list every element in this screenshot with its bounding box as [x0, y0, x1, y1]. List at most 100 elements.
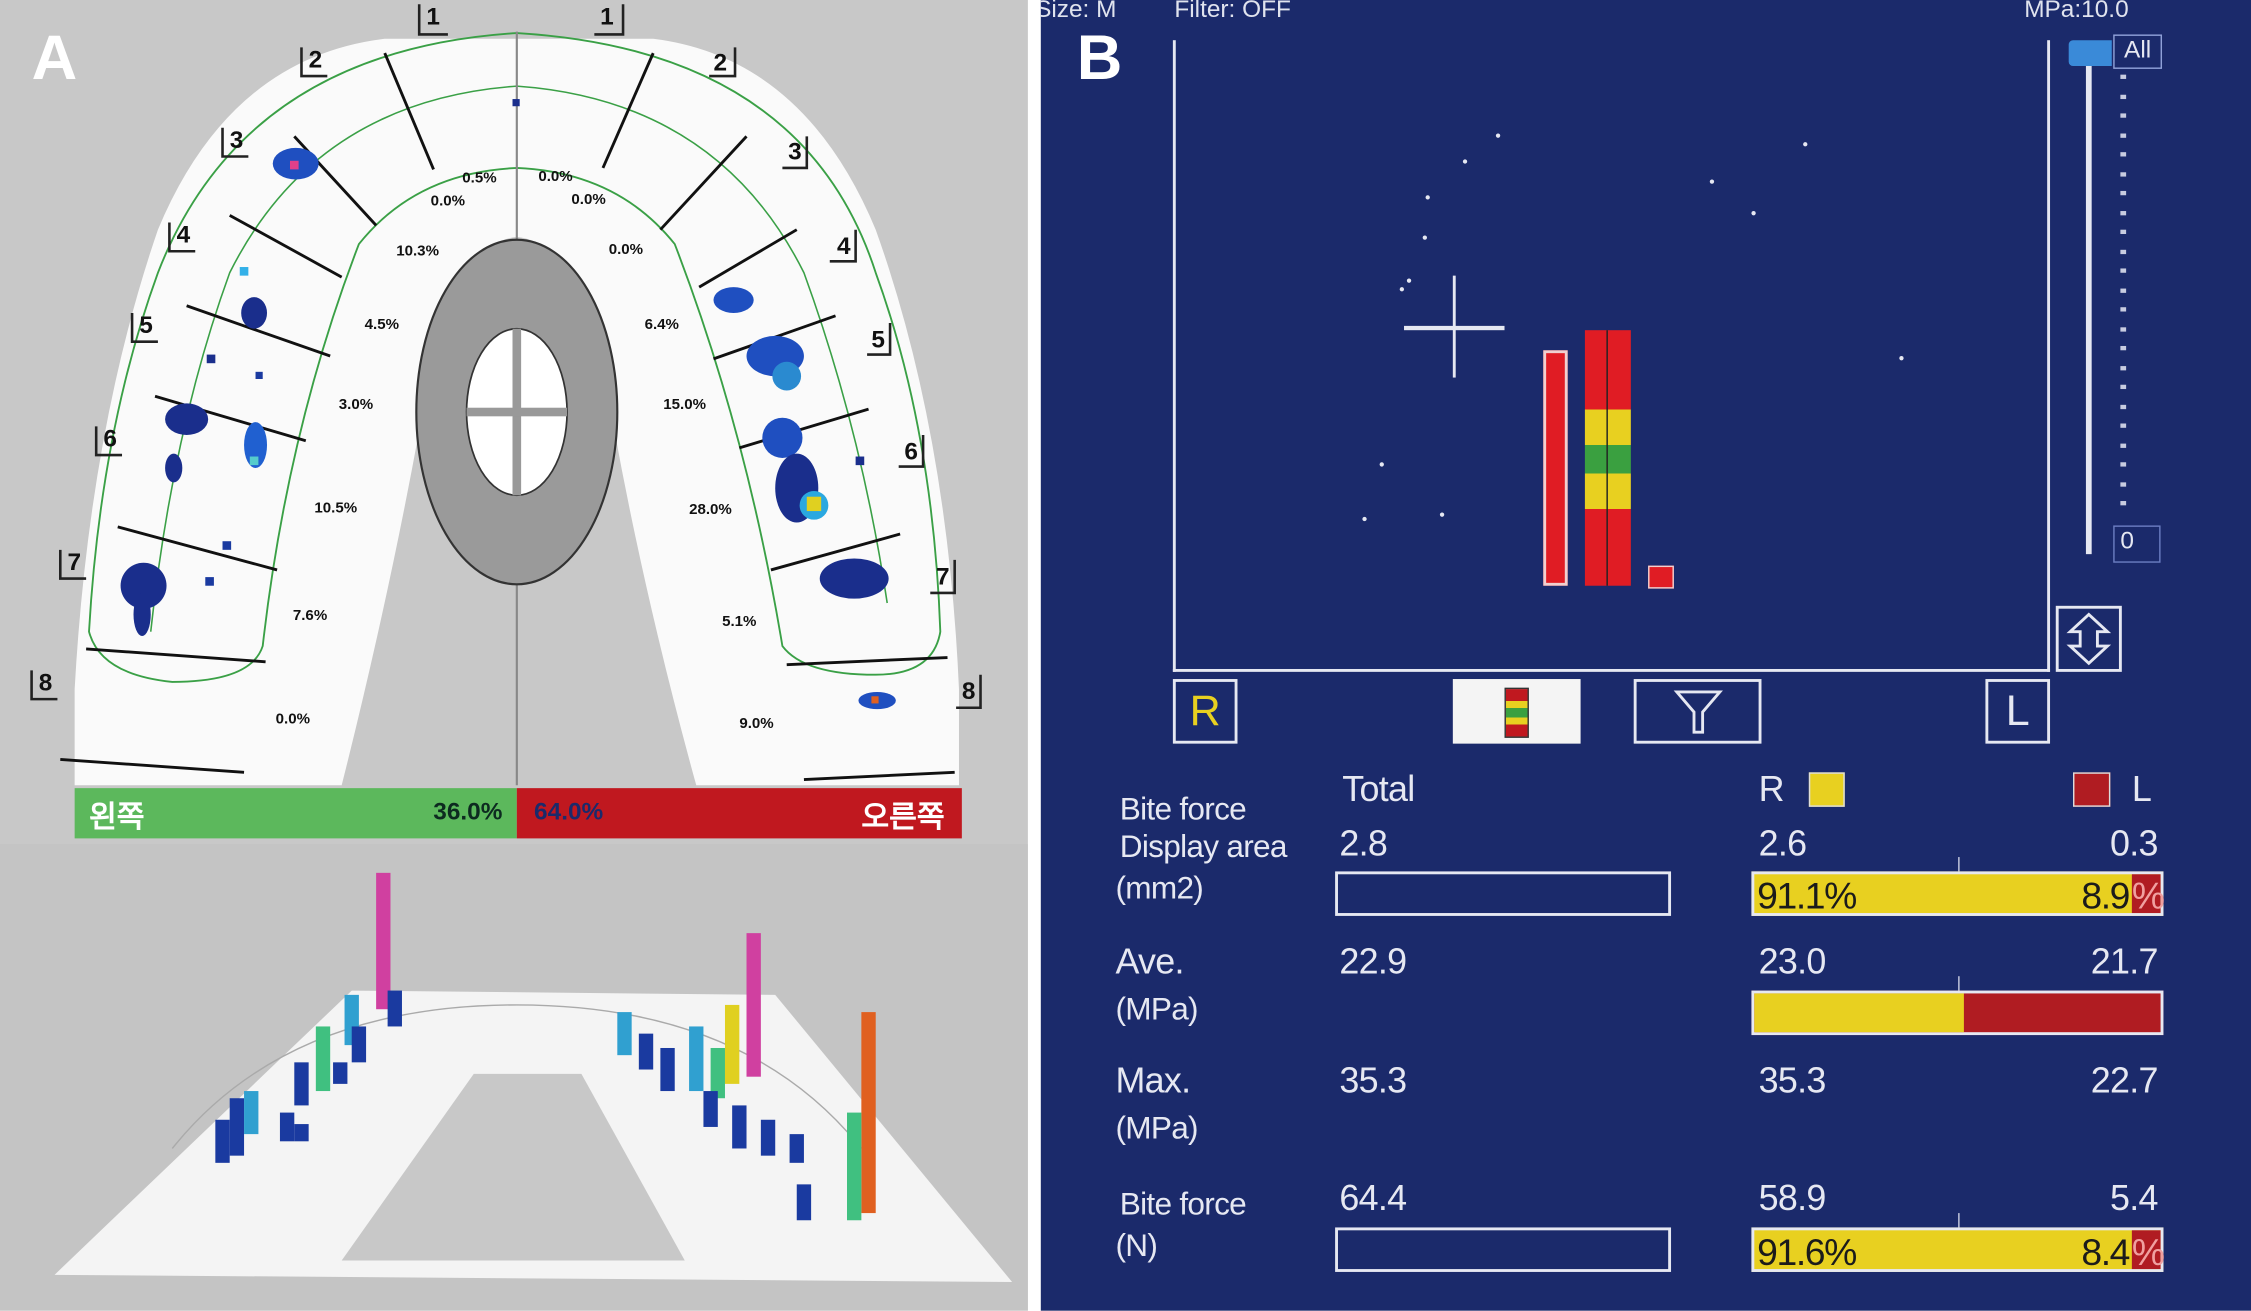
right-color-swatch	[1808, 772, 1845, 807]
tooth-force-percent-left: 10.3%	[396, 242, 439, 260]
flip-button[interactable]	[2055, 605, 2122, 672]
3d-force-bar	[710, 1047, 725, 1099]
contact-point	[1803, 142, 1808, 147]
left-side-button[interactable]: L	[1985, 679, 2051, 744]
center-of-force-crosshair-v	[1452, 275, 1456, 378]
contact-point	[1399, 287, 1405, 292]
3d-force-bar	[215, 1119, 230, 1163]
size-readout: Size: M	[1040, 0, 1117, 23]
right-column-header: R	[1758, 769, 1785, 810]
threshold-slider-track[interactable]	[2085, 57, 2092, 555]
contact-point	[1462, 159, 1468, 164]
row-unit: (MPa)	[1115, 990, 1198, 1027]
tooth-dividers	[60, 52, 955, 781]
display-area-total-bar	[1335, 871, 1672, 916]
tooth-number-right: 8	[961, 677, 976, 705]
slider-tick	[2120, 152, 2127, 157]
tooth-force-percent-left: 7.6%	[292, 607, 328, 625]
display-area-right: 2.6	[1758, 824, 1807, 865]
ave-ratio-bar	[1751, 990, 2164, 1036]
3d-force-bar	[387, 990, 402, 1027]
contact-point	[1425, 195, 1430, 200]
tooth-force-percent-right: 0.0%	[571, 190, 606, 209]
slider-tick	[2120, 210, 2127, 215]
row-unit: (MPa)	[1115, 1109, 1198, 1146]
3d-bars	[215, 872, 876, 1221]
bite-force-total-bar	[1335, 1227, 1672, 1272]
max-total: 35.3	[1339, 1060, 1407, 1102]
slider-tick	[2120, 229, 2127, 235]
3d-force-bar	[638, 1033, 654, 1070]
row-label: Display area	[1119, 828, 1288, 865]
3d-force-bar	[660, 1047, 675, 1092]
contact-point	[1422, 235, 1427, 240]
row-label: Bite force	[1119, 1185, 1247, 1222]
ave-left: 21.7	[2090, 941, 2159, 982]
bite-force-left-pct: 8.4	[2081, 1230, 2130, 1274]
bite-force-total: 64.4	[1339, 1178, 1407, 1219]
left-force-bar	[1648, 565, 1674, 589]
slider-tick	[2120, 501, 2127, 506]
slider-tick	[2120, 442, 2127, 448]
scale-readout: MPa:10.0	[2024, 0, 2129, 23]
display-area-total: 2.8	[1339, 824, 1388, 865]
slider-tick	[2120, 132, 2127, 138]
bite-force-right: 58.9	[1758, 1178, 1827, 1219]
color-scale-button[interactable]	[1452, 679, 1581, 744]
3d-force-bar	[617, 1012, 632, 1056]
contact-point	[1899, 356, 1904, 361]
slider-tick	[2120, 74, 2127, 79]
tooth-force-percent-left: 0.0%	[430, 192, 466, 210]
ave-right: 23.0	[1758, 941, 1827, 982]
tooth-force-percent-right: 15.0%	[663, 396, 707, 414]
threshold-slider-thumb[interactable]	[2068, 40, 2112, 67]
arch-map	[30, 4, 982, 786]
display-area-left-pct: 8.9	[2081, 874, 2130, 918]
slider-tick	[2120, 481, 2127, 486]
slider-tick	[2120, 326, 2127, 331]
max-right: 35.3	[1758, 1060, 1827, 1102]
contact-point	[1709, 179, 1715, 184]
tooth-number-right: 3	[788, 137, 802, 166]
3d-force-bar	[294, 1062, 309, 1106]
left-side-value: 36.0%	[433, 798, 503, 826]
tooth-number-right: 6	[904, 437, 919, 466]
tooth-number-left: 1	[426, 2, 440, 31]
display-area-left: 0.3	[2109, 824, 2158, 865]
slider-tick	[2120, 190, 2127, 196]
tooth-brackets	[30, 4, 982, 710]
3d-force-bar	[746, 933, 761, 1077]
right-side-button[interactable]: R	[1172, 679, 1238, 744]
tooth-number-right: 2	[713, 48, 728, 77]
tooth-force-percent-left: 3.0%	[338, 396, 374, 414]
tooth-force-percent-right: 28.0%	[689, 501, 732, 519]
filter-button[interactable]	[1633, 679, 1762, 744]
slider-tick	[2120, 94, 2127, 99]
3d-force-bar	[229, 1098, 245, 1156]
bite-force-left-segment: %	[2131, 1230, 2165, 1274]
color-scale-icon	[1504, 687, 1529, 738]
tooth-number-left: 4	[176, 221, 191, 249]
3d-force-bar	[861, 1012, 876, 1214]
3d-force-bar	[315, 1026, 331, 1092]
display-area-left-segment: %	[2131, 874, 2165, 918]
tooth-number-right: 4	[836, 232, 851, 260]
arch-outline	[74, 38, 959, 786]
3d-force-bar	[376, 872, 391, 1010]
left-side-label: 왼쪽	[89, 801, 145, 835]
slider-tick	[2120, 384, 2127, 390]
left-color-swatch	[2073, 772, 2111, 807]
right-force-bar	[1543, 350, 1568, 586]
slider-tick	[2120, 287, 2127, 293]
row-unit: (N)	[1115, 1227, 1158, 1264]
3d-force-bar	[351, 1026, 367, 1063]
crosshair-h	[466, 407, 568, 417]
3d-force-bar	[703, 1091, 718, 1127]
tooth-number-left: 6	[103, 424, 117, 453]
max-left: 22.7	[2090, 1060, 2159, 1102]
row-label: Bite force	[1119, 791, 1247, 827]
right-side-label: 오른쪽	[861, 801, 945, 835]
3d-force-bar	[724, 1004, 740, 1084]
frame-right	[2047, 40, 2051, 672]
row-label: Max.	[1115, 1060, 1191, 1102]
